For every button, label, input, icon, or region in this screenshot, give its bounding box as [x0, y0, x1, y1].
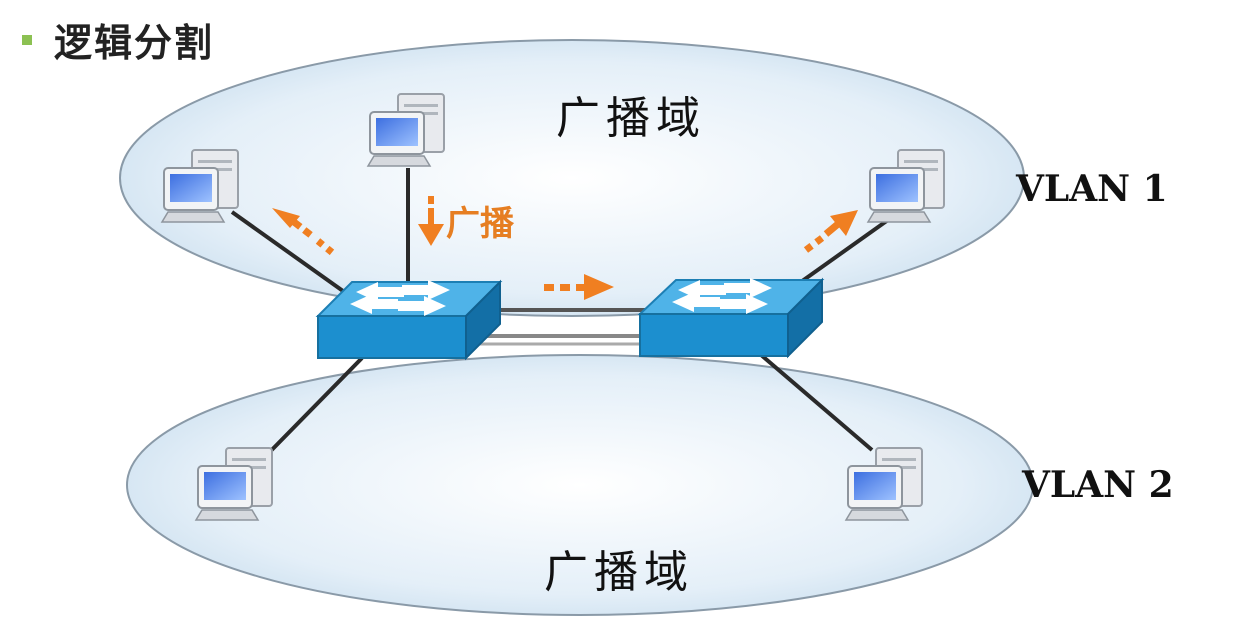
- vlan1-domain-ellipse: [119, 39, 1025, 317]
- link-top-right-pc: [796, 218, 890, 286]
- broadcast-arrow-down: [418, 196, 444, 246]
- pc-top-center-icon: [366, 93, 445, 167]
- pc-bottom-left-icon: [194, 447, 273, 521]
- vlan2-label: VLAN 2: [1022, 464, 1174, 506]
- slide-title-row: 逻辑分割: [22, 12, 214, 67]
- broadcast-arrow-right: [544, 274, 614, 300]
- link-bottom-right-pc: [758, 352, 874, 452]
- vlan1-label: VLAN 1: [1016, 168, 1168, 210]
- broadcast-arrow-up-left: [272, 208, 337, 257]
- pc-top-right-icon: [866, 149, 945, 223]
- broadcast-domain-label-top: 广播域: [556, 93, 706, 144]
- left-switch: [315, 279, 503, 361]
- broadcast-label: 广播: [446, 204, 514, 244]
- link-top-left-pc: [230, 210, 352, 298]
- broadcast-arrow-up-right: [803, 210, 858, 253]
- broadcast-domain-label-bottom: 广播域: [544, 547, 694, 598]
- link-bottom-left-pc: [254, 356, 364, 468]
- pc-bottom-right-icon: [844, 447, 923, 521]
- pc-top-left-icon: [160, 149, 239, 223]
- trunk-link: [470, 308, 652, 346]
- vlan2-domain-ellipse: [126, 354, 1034, 616]
- slide-title: 逻辑分割: [54, 21, 215, 65]
- right-switch: [637, 277, 825, 359]
- bullet-marker: [22, 34, 32, 45]
